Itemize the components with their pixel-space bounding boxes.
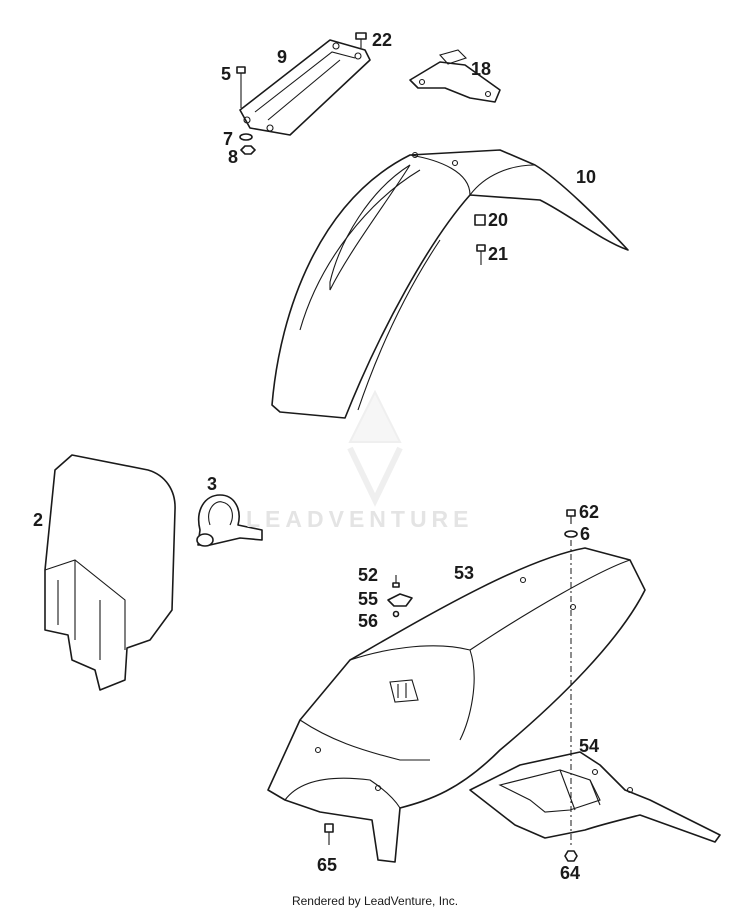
part-10-front-fender: [271, 149, 629, 419]
callout-62[interactable]: 62: [579, 502, 600, 522]
part-65-screw: [324, 823, 334, 845]
part-22-bolt: [355, 32, 367, 48]
watermark-text: LEADVENTURE: [246, 506, 474, 532]
callout-8[interactable]: 8: [228, 147, 239, 167]
footer-credit: Rendered by LeadVenture, Inc.: [291, 894, 459, 908]
callout-20[interactable]: 20: [488, 210, 509, 230]
part-21-screw: [476, 244, 486, 265]
part-18-plate: [409, 49, 501, 103]
part-9-bracket: [239, 39, 371, 136]
callout-55[interactable]: 55: [358, 589, 379, 609]
callout-64[interactable]: 64: [560, 863, 581, 883]
callout-7[interactable]: 7: [223, 129, 234, 149]
part-62-bolt: [566, 509, 576, 524]
part-64-nut: [564, 850, 578, 862]
callout-9[interactable]: 9: [277, 47, 288, 67]
watermark-logo-icon: [347, 389, 403, 507]
callout-5[interactable]: 5: [221, 64, 232, 84]
callout-54[interactable]: 54: [579, 736, 600, 756]
callout-53[interactable]: 53: [454, 563, 475, 583]
part-52-screw: [392, 575, 400, 588]
callout-65[interactable]: 65: [317, 855, 338, 875]
callout-6[interactable]: 6: [580, 524, 591, 544]
part-7-washer: [239, 133, 253, 141]
callout-10[interactable]: 10: [576, 167, 597, 187]
part-54-mudguard: [469, 751, 721, 843]
part-55-clip: [387, 593, 413, 607]
callout-2[interactable]: 2: [33, 510, 44, 530]
callout-56[interactable]: 56: [358, 611, 379, 631]
callout-18[interactable]: 18: [471, 59, 492, 79]
part-2-number-plate: [44, 454, 176, 691]
part-56-washer: [392, 610, 400, 618]
callout-21[interactable]: 21: [488, 244, 509, 264]
part-53-rear-fender: [267, 547, 646, 863]
part-5-bolt: [236, 66, 246, 108]
callout-52[interactable]: 52: [358, 565, 379, 585]
part-6-washer: [564, 530, 578, 538]
part-3-clamp: [196, 494, 263, 547]
callout-3[interactable]: 3: [207, 474, 218, 494]
part-8-nut: [240, 145, 256, 155]
part-20-grommet: [474, 214, 486, 226]
callout-22[interactable]: 22: [372, 30, 393, 50]
